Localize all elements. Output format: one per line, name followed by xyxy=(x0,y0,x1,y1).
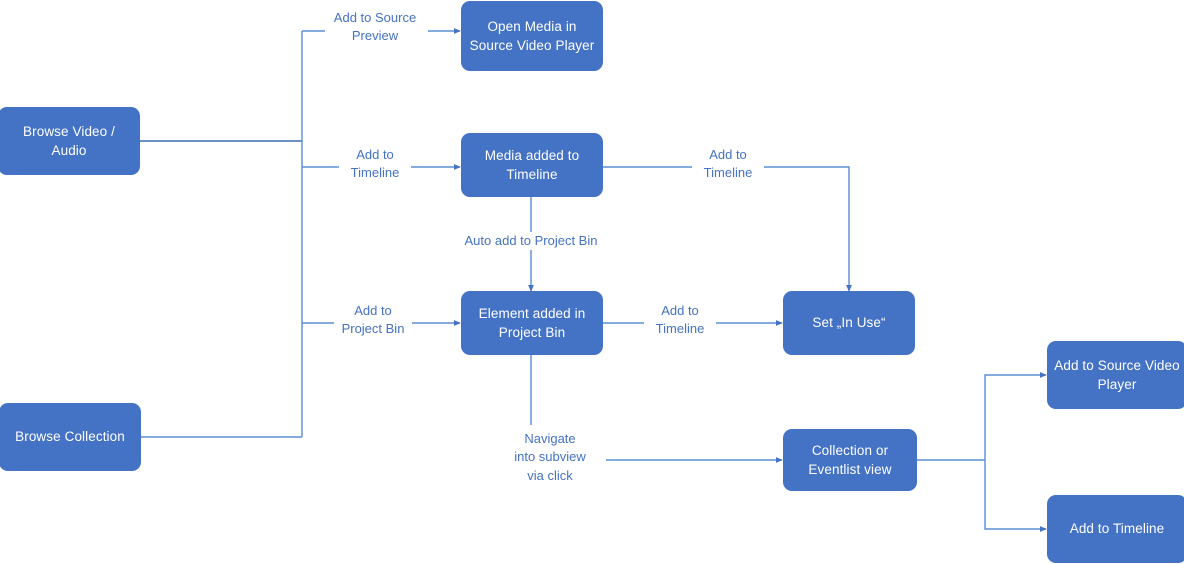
node-add-to-timeline-end[interactable]: Add to Timeline xyxy=(1047,495,1184,563)
node-media-added-to-timeline[interactable]: Media added to Timeline xyxy=(461,133,603,197)
edge-label-navigate-into-subview: Navigate into subview via click xyxy=(494,430,606,486)
node-open-media-source-video-player[interactable]: Open Media in Source Video Player xyxy=(461,1,603,71)
edge-media-added-to-setinuse xyxy=(603,166,852,292)
node-set-in-use[interactable]: Set „In Use“ xyxy=(783,291,915,355)
edge-label-add-to-timeline-top: Add to Timeline xyxy=(339,146,411,183)
node-collection-or-eventlist-view[interactable]: Collection or Eventlist view xyxy=(783,429,917,491)
edge-label-add-to-timeline-right: Add to Timeline xyxy=(692,146,764,183)
edge-collection-to-add-source xyxy=(984,372,1047,460)
node-element-added-in-project-bin[interactable]: Element added in Project Bin xyxy=(461,291,603,355)
node-browse-collection[interactable]: Browse Collection xyxy=(0,403,141,471)
edge-label-add-to-source-preview: Add to Source Preview xyxy=(325,9,425,46)
edge-collection-to-add-timeline xyxy=(984,460,1047,532)
node-add-to-source-video-player[interactable]: Add to Source Video Player xyxy=(1047,341,1184,409)
node-browse-video-audio[interactable]: Browse Video / Audio xyxy=(0,107,140,175)
edge-label-add-to-timeline-mid: Add to Timeline xyxy=(644,302,716,339)
edge-label-auto-add-to-project-bin: Auto add to Project Bin xyxy=(452,232,610,251)
edge-label-add-to-project-bin: Add to Project Bin xyxy=(334,302,412,339)
